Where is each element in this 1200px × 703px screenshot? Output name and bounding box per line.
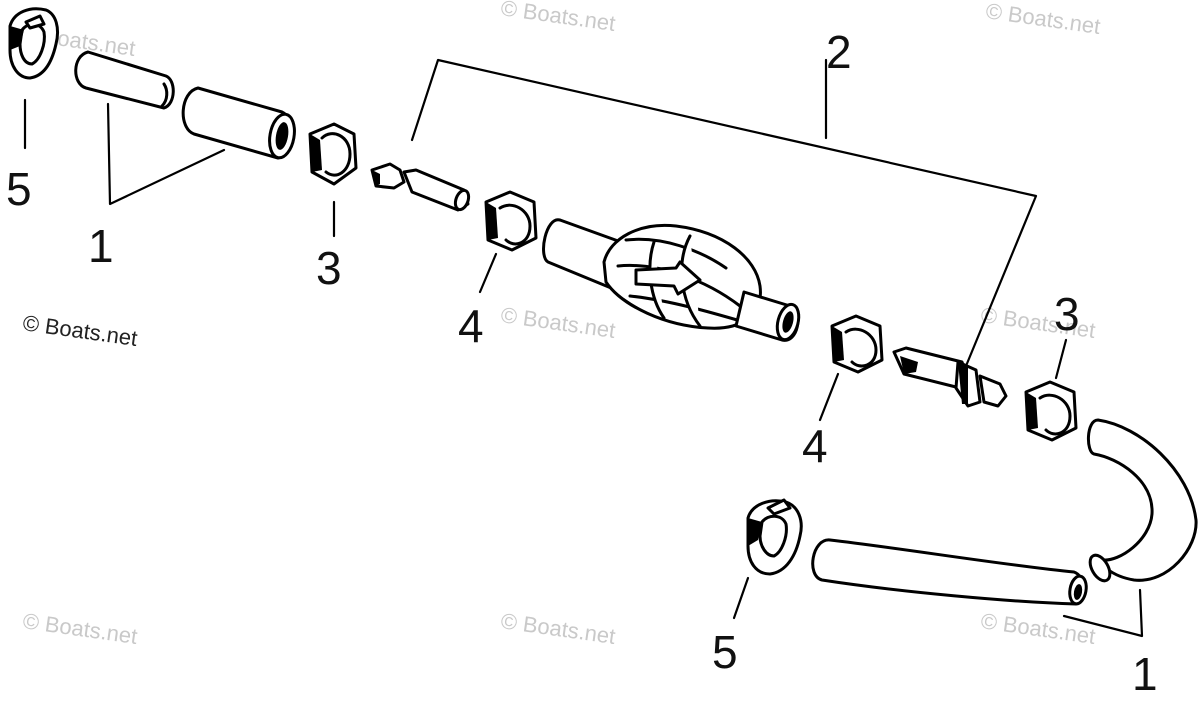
barbed-fitting-left: [370, 162, 471, 212]
leader-lines: [23, 58, 1144, 638]
callout-hose-top-left: 1: [88, 220, 114, 272]
watermark-top-center: © Boats.net: [499, 0, 617, 36]
callout-fitting-right: 4: [802, 420, 828, 472]
primer-bulb: [542, 218, 801, 342]
clamp-nut-left: [308, 122, 358, 186]
clip-top-left: [8, 7, 60, 80]
callout-hose-bottom-right: 1: [1132, 648, 1158, 700]
watermark-mid-center: © Boats.net: [499, 302, 617, 343]
fitting-nut-right: [830, 314, 884, 374]
watermark-bottom-right: © Boats.net: [979, 608, 1097, 649]
clamp-nut-right: [1024, 380, 1078, 442]
callout-primer-bulb-assembly: 2: [826, 26, 852, 78]
callout-clip-top-left: 5: [6, 163, 32, 215]
callout-clamp-right: 3: [1054, 288, 1080, 340]
fitting-nut-left: [484, 190, 538, 252]
hose-top-left: [74, 50, 296, 160]
callout-clamp-left: 3: [316, 242, 342, 294]
clip-bottom: [746, 498, 803, 576]
watermark-bottom-left: © Boats.net: [21, 608, 139, 649]
callout-clip-bottom: 5: [712, 626, 738, 678]
hose-bottom-right: [811, 418, 1198, 606]
watermark-main: © Boats.net: [21, 310, 139, 351]
check-valve-fitting-right: [892, 346, 1008, 408]
watermark-top-right: © Boats.net: [984, 0, 1102, 39]
watermark-bottom-center: © Boats.net: [499, 608, 617, 649]
callout-numbers: 5 1 3 2 4 4 3 5 1: [6, 26, 1158, 700]
callout-fitting-left: 4: [458, 300, 484, 352]
watermarks: © Boats.net © Boats.net © Boats.net © Bo…: [19, 0, 1102, 649]
